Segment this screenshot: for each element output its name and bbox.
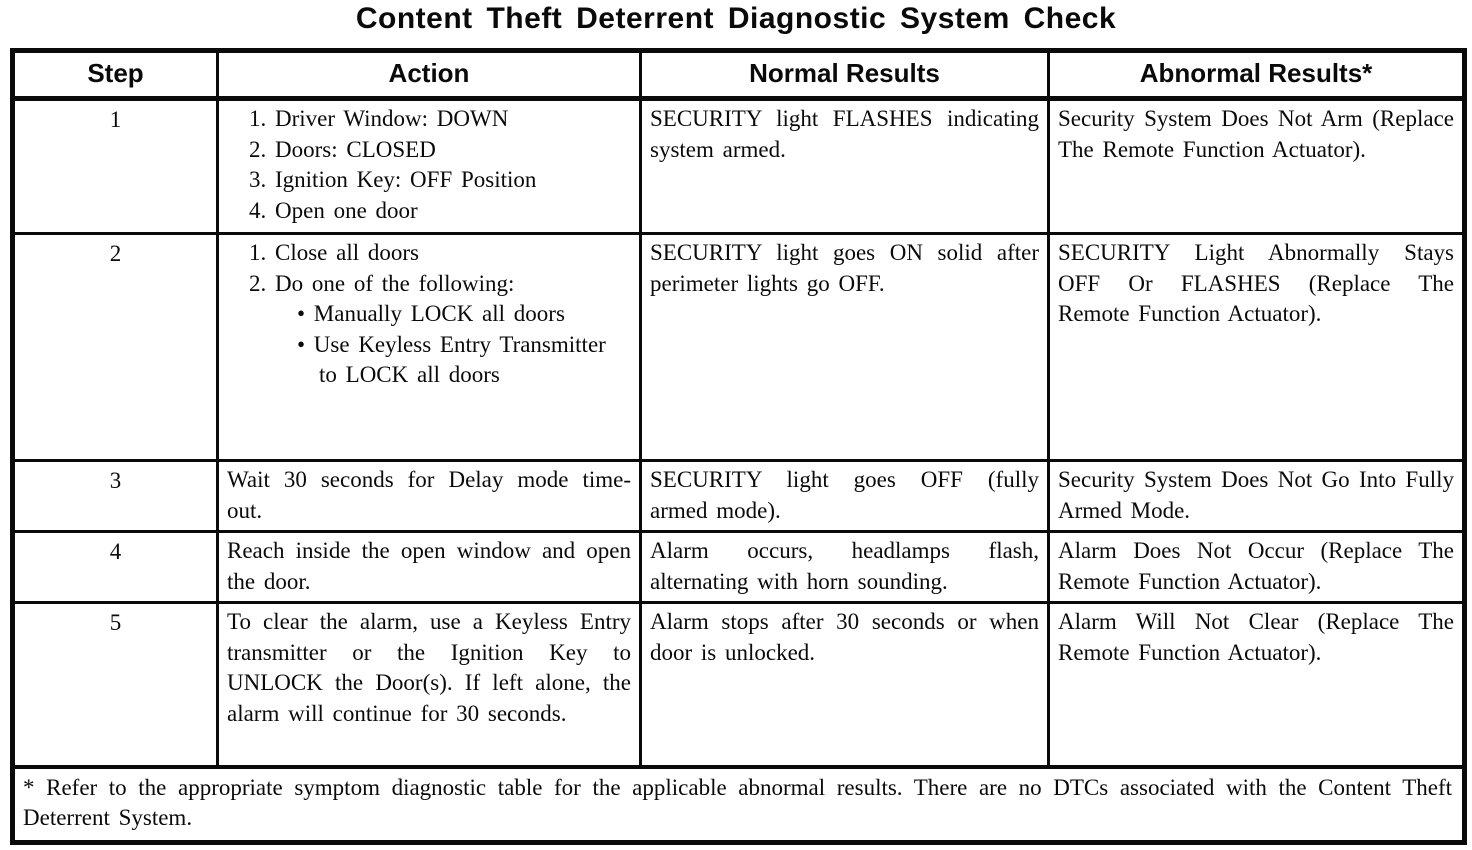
table-row: 1 1. Driver Window: DOWN 2. Doors: CLOSE… (11, 97, 1466, 235)
action-line: 3. Ignition Key: OFF Position (249, 167, 537, 193)
header-row: Step Action Normal Results Abnormal Resu… (11, 49, 1466, 101)
abnormal-result-cell: Alarm Will Not Clear (Replace The Remote… (1047, 601, 1466, 769)
abnormal-result-cell: Alarm Does Not Occur (Replace The Remote… (1047, 530, 1466, 605)
header-action: Action (216, 49, 642, 101)
step-cell: 1 (11, 97, 219, 235)
action-line: 4. Open one door (249, 197, 418, 223)
action-bullet-item: • Use Keyless Entry Transmitter to LOCK … (297, 331, 606, 388)
action-cell: Wait 30 seconds for Delay mode time-out. (216, 458, 642, 534)
action-cell: Reach inside the open window and open th… (216, 530, 642, 605)
normal-result-cell: SECURITY light FLASHES indicating system… (639, 97, 1050, 235)
diagnostic-check-table: Step Action Normal Results Abnormal Resu… (10, 48, 1467, 845)
footnote: * Refer to the appropriate symptom diagn… (11, 764, 1466, 844)
table-header: Step Action Normal Results Abnormal Resu… (11, 49, 1466, 101)
abnormal-result-cell: Security System Does Not Go Into Fully A… (1047, 458, 1466, 534)
header-normal-results: Normal Results (639, 49, 1050, 101)
action-text: Reach inside the open window and open th… (227, 538, 631, 594)
action-line: 1. Close all doors (249, 240, 419, 265)
step-cell: 4 (11, 530, 219, 605)
normal-result-cell: Alarm stops after 30 seconds or when doo… (639, 601, 1050, 769)
step-cell: 2 (11, 232, 219, 462)
table-row: 5 To clear the alarm, use a Keyless Entr… (11, 601, 1466, 769)
action-line: 2. Do one of the following: (249, 270, 515, 296)
footnote-row: * Refer to the appropriate symptom diagn… (11, 764, 1466, 844)
normal-result-cell: SECURITY light goes OFF (fully armed mod… (639, 458, 1050, 534)
step-cell: 5 (11, 601, 219, 769)
table-row: 2 1. Close all doors 2. Do one of the fo… (11, 232, 1466, 462)
action-cell: 1. Close all doors 2. Do one of the foll… (216, 232, 642, 462)
abnormal-result-cell: Security System Does Not Arm (Replace Th… (1047, 97, 1466, 235)
action-text: To clear the alarm, use a Keyless Entry … (227, 609, 631, 727)
action-line: 1. Driver Window: DOWN (249, 106, 509, 131)
header-abnormal-results: Abnormal Results* (1047, 49, 1466, 101)
table-row: 4 Reach inside the open window and open … (11, 530, 1466, 605)
action-line: 2. Doors: CLOSED (249, 136, 436, 162)
action-text: Wait 30 seconds for Delay mode time-out. (227, 467, 631, 523)
table-row: 3 Wait 30 seconds for Delay mode time-ou… (11, 458, 1466, 534)
action-bullet-item: • Manually LOCK all doors (297, 301, 565, 327)
normal-result-cell: Alarm occurs, headlamps flash, alternati… (639, 530, 1050, 605)
abnormal-result-cell: SECURITY Light Abnormally Stays OFF Or F… (1047, 232, 1466, 462)
page-title: Content Theft Deterrent Diagnostic Syste… (355, 2, 1117, 35)
action-cell: 1. Driver Window: DOWN 2. Doors: CLOSED … (216, 97, 642, 235)
normal-result-cell: SECURITY light goes ON solid after perim… (639, 232, 1050, 462)
action-cell: To clear the alarm, use a Keyless Entry … (216, 601, 642, 769)
header-step: Step (11, 49, 219, 101)
step-cell: 3 (11, 458, 219, 534)
